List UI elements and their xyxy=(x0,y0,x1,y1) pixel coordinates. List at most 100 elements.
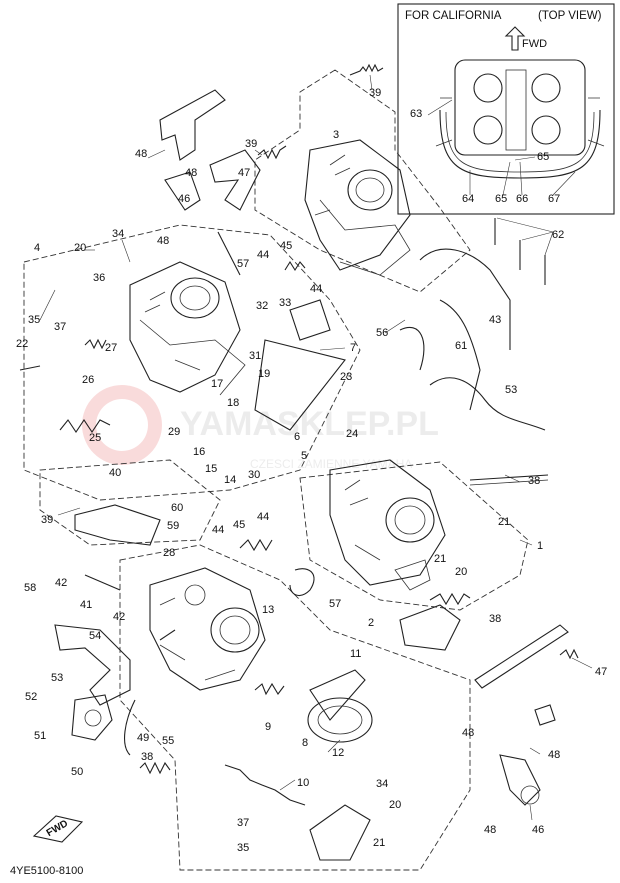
california-inset: FOR CALIFORNIA (TOP VIEW) FWD xyxy=(397,3,615,215)
callout-48: 48 xyxy=(462,727,474,739)
inset-carb-assembly xyxy=(435,59,605,179)
callout-32: 32 xyxy=(256,300,268,312)
callout-54: 54 xyxy=(89,630,101,642)
callout-50: 50 xyxy=(71,766,83,778)
callout-39: 39 xyxy=(245,138,257,150)
callout-57: 57 xyxy=(237,258,249,270)
inset-fwd-label: FWD xyxy=(522,38,547,50)
callout-2: 2 xyxy=(368,617,374,629)
callout-44: 44 xyxy=(257,511,269,523)
watermark-text: YAMASKLEP.PL xyxy=(180,405,439,443)
callout-48: 48 xyxy=(135,148,147,160)
callout-55: 55 xyxy=(162,735,174,747)
fwd-badge: FWD xyxy=(32,815,84,843)
callout-47: 47 xyxy=(238,167,250,179)
callout-20: 20 xyxy=(74,242,86,254)
callout-23: 23 xyxy=(340,371,352,383)
callout-27: 27 xyxy=(105,342,117,354)
callout-22: 22 xyxy=(16,338,28,350)
callout-34: 34 xyxy=(112,228,124,240)
callout-42: 42 xyxy=(113,611,125,623)
callout-17: 17 xyxy=(211,378,223,390)
callout-30: 30 xyxy=(248,469,260,481)
linkage-brackets xyxy=(159,89,261,276)
callout-36: 36 xyxy=(93,272,105,284)
callout-24: 24 xyxy=(346,428,358,440)
callout-44: 44 xyxy=(310,283,322,295)
fwd-badge-label: FWD xyxy=(45,818,70,839)
callout-1: 1 xyxy=(537,540,543,552)
watermark: YAMASKLEP.PL CZESCI ZAMIENNE YAMAHA xyxy=(82,385,439,471)
throttle-sensor xyxy=(54,624,131,741)
callout-31: 31 xyxy=(249,350,261,362)
bracket-plates xyxy=(74,504,461,651)
carburetor-2 xyxy=(149,567,266,691)
callout-20: 20 xyxy=(389,799,401,811)
callout-64: 64 xyxy=(462,193,474,205)
callout-65: 65 xyxy=(537,151,549,163)
fwd-arrow-icon xyxy=(32,815,84,843)
callout-48: 48 xyxy=(157,235,169,247)
callout-15: 15 xyxy=(205,463,217,475)
callout-46: 46 xyxy=(178,193,190,205)
callout-45: 45 xyxy=(280,240,292,252)
callout-25: 25 xyxy=(89,432,101,444)
callout-20: 20 xyxy=(455,566,467,578)
callout-59: 59 xyxy=(167,520,179,532)
callout-29: 29 xyxy=(168,426,180,438)
callout-60: 60 xyxy=(171,502,183,514)
callout-3: 3 xyxy=(333,129,339,141)
callout-48: 48 xyxy=(484,824,496,836)
callout-53: 53 xyxy=(505,384,517,396)
callout-38: 38 xyxy=(141,751,153,763)
callout-4: 4 xyxy=(34,242,40,254)
callout-48: 48 xyxy=(185,167,197,179)
callout-41: 41 xyxy=(80,599,92,611)
callout-26: 26 xyxy=(82,374,94,386)
callout-37: 37 xyxy=(54,321,66,333)
callout-53: 53 xyxy=(51,672,63,684)
callout-65: 65 xyxy=(495,193,507,205)
callout-16: 16 xyxy=(193,446,205,458)
throttle-linkage-bar xyxy=(474,624,569,806)
drawing-code: 4YE5100-8100 xyxy=(10,865,83,877)
callout-52: 52 xyxy=(25,691,37,703)
callout-58: 58 xyxy=(24,582,36,594)
callout-47: 47 xyxy=(595,666,607,678)
callout-44: 44 xyxy=(257,249,269,261)
callout-14: 14 xyxy=(224,474,236,486)
inset-title: FOR CALIFORNIA xyxy=(405,10,502,22)
callout-48: 48 xyxy=(548,749,560,761)
callout-37: 37 xyxy=(237,817,249,829)
callout-51: 51 xyxy=(34,730,46,742)
callout-63: 63 xyxy=(410,108,422,120)
callout-13: 13 xyxy=(262,604,274,616)
callout-34: 34 xyxy=(376,778,388,790)
callout-10: 10 xyxy=(297,777,309,789)
callout-21: 21 xyxy=(498,516,510,528)
callout-40: 40 xyxy=(109,467,121,479)
callout-33: 33 xyxy=(279,297,291,309)
carburetor-4 xyxy=(129,261,246,396)
carburetor-3 xyxy=(304,139,411,276)
hoses-and-cables xyxy=(84,218,549,756)
callout-9: 9 xyxy=(265,721,271,733)
callout-21: 21 xyxy=(373,837,385,849)
callout-7: 7 xyxy=(350,342,356,354)
callout-49: 49 xyxy=(137,732,149,744)
callout-46: 46 xyxy=(532,824,544,836)
callout-28: 28 xyxy=(163,547,175,559)
callout-45: 45 xyxy=(233,519,245,531)
inset-fwd-arrow-icon xyxy=(504,26,526,51)
callout-57: 57 xyxy=(329,598,341,610)
callout-38: 38 xyxy=(489,613,501,625)
callout-19: 19 xyxy=(258,368,270,380)
callout-21: 21 xyxy=(434,553,446,565)
watermark-subtext: CZESCI ZAMIENNE YAMAHA xyxy=(250,457,412,471)
callout-39: 39 xyxy=(41,514,53,526)
callout-18: 18 xyxy=(227,397,239,409)
callout-5: 5 xyxy=(301,450,307,462)
callout-42: 42 xyxy=(55,577,67,589)
